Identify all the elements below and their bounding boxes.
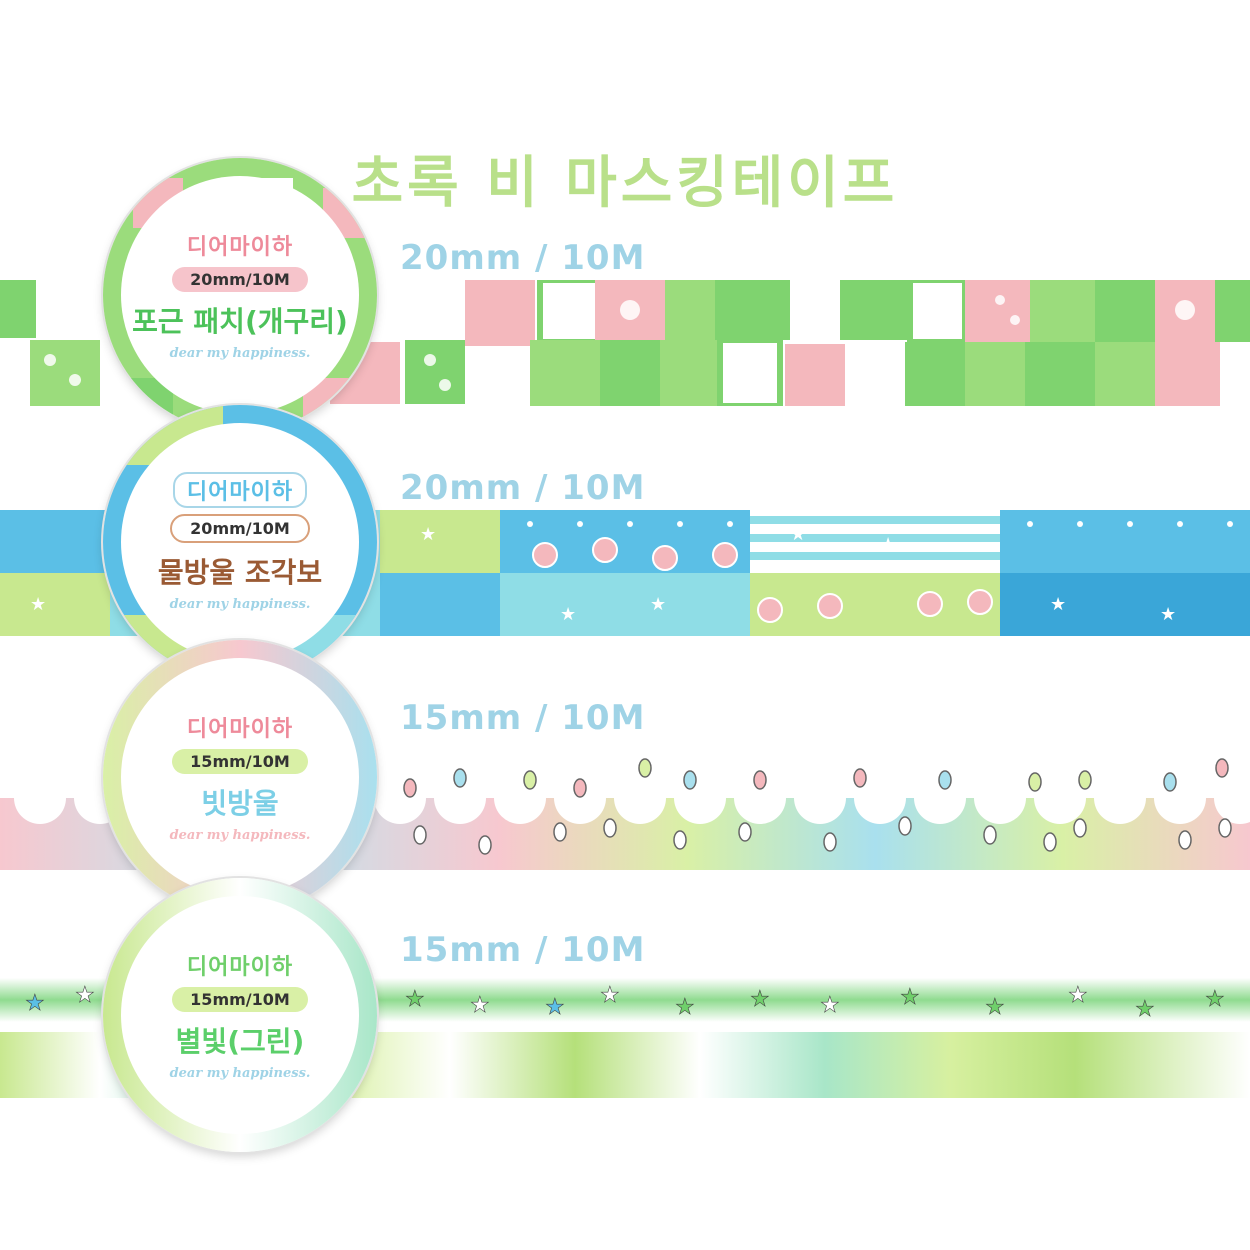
svg-text:★: ★	[1135, 997, 1155, 1022]
svg-text:★: ★	[470, 993, 490, 1018]
spec-pill: 15mm/10M	[172, 987, 308, 1012]
spec-pill: 20mm/10M	[172, 267, 308, 292]
size-label-tape-1: 20mm / 10M	[400, 238, 646, 278]
spec-pill: 20mm/10M	[170, 514, 310, 543]
disc-label-panel: 디어마이하 20mm/10M 물방울 조각보 dear my happiness…	[121, 423, 359, 661]
svg-text:★: ★	[1205, 987, 1225, 1012]
size-label-tape-2: 20mm / 10M	[400, 468, 646, 508]
tagline: dear my happiness.	[169, 346, 311, 361]
svg-text:★: ★	[985, 995, 1005, 1020]
tape-label-disc-droplet: 디어마이하 20mm/10M 물방울 조각보 dear my happiness…	[103, 405, 377, 679]
svg-text:★: ★	[1068, 983, 1088, 1008]
page-title: 초록 비 마스킹테이프	[351, 151, 899, 216]
svg-text:★: ★	[420, 524, 436, 545]
tagline: dear my happiness.	[169, 828, 311, 843]
svg-text:★: ★	[1160, 604, 1176, 625]
svg-text:★: ★	[650, 594, 666, 615]
svg-text:★: ★	[25, 991, 45, 1016]
size-label-tape-4: 15mm / 10M	[400, 930, 646, 970]
disc-label-panel: 디어마이하 15mm/10M 별빛(그린) dear my happiness.	[121, 896, 359, 1134]
product-name: 빗방울	[201, 787, 279, 820]
tape-label-disc-raindrop: 디어마이하 15mm/10M 빗방울 dear my happiness.	[103, 640, 377, 914]
svg-text:★: ★	[405, 987, 425, 1012]
product-name: 물방울 조각보	[157, 556, 323, 589]
spec-pill: 15mm/10M	[172, 749, 308, 774]
svg-text:★: ★	[750, 987, 770, 1012]
tape-label-disc-starlight: 디어마이하 15mm/10M 별빛(그린) dear my happiness.	[103, 878, 377, 1152]
product-name: 별빛(그린)	[175, 1025, 305, 1058]
svg-text:★: ★	[1050, 594, 1066, 615]
svg-text:★: ★	[30, 594, 46, 615]
tape-label-disc-patch: 디어마이하 20mm/10M 포근 패치(개구리) dear my happin…	[103, 158, 377, 432]
svg-text:★: ★	[675, 995, 695, 1020]
size-label-tape-3: 15mm / 10M	[400, 698, 646, 738]
brand-label: 디어마이하	[186, 717, 294, 742]
svg-text:★: ★	[820, 993, 840, 1018]
svg-text:★: ★	[880, 534, 896, 555]
svg-text:★: ★	[600, 983, 620, 1008]
disc-label-panel: 디어마이하 15mm/10M 빗방울 dear my happiness.	[121, 658, 359, 896]
tagline: dear my happiness.	[169, 1066, 311, 1081]
disc-label-panel: 디어마이하 20mm/10M 포근 패치(개구리) dear my happin…	[121, 176, 359, 414]
brand-label: 디어마이하	[186, 955, 294, 980]
brand-label: 디어마이하	[186, 235, 294, 260]
tagline: dear my happiness.	[169, 597, 311, 612]
svg-text:★: ★	[900, 985, 920, 1010]
svg-text:★: ★	[790, 524, 806, 545]
brand-label: 디어마이하	[172, 472, 308, 508]
svg-text:★: ★	[560, 604, 576, 625]
svg-text:★: ★	[75, 983, 95, 1008]
svg-text:★: ★	[545, 995, 565, 1020]
product-name: 포근 패치(개구리)	[132, 305, 348, 338]
